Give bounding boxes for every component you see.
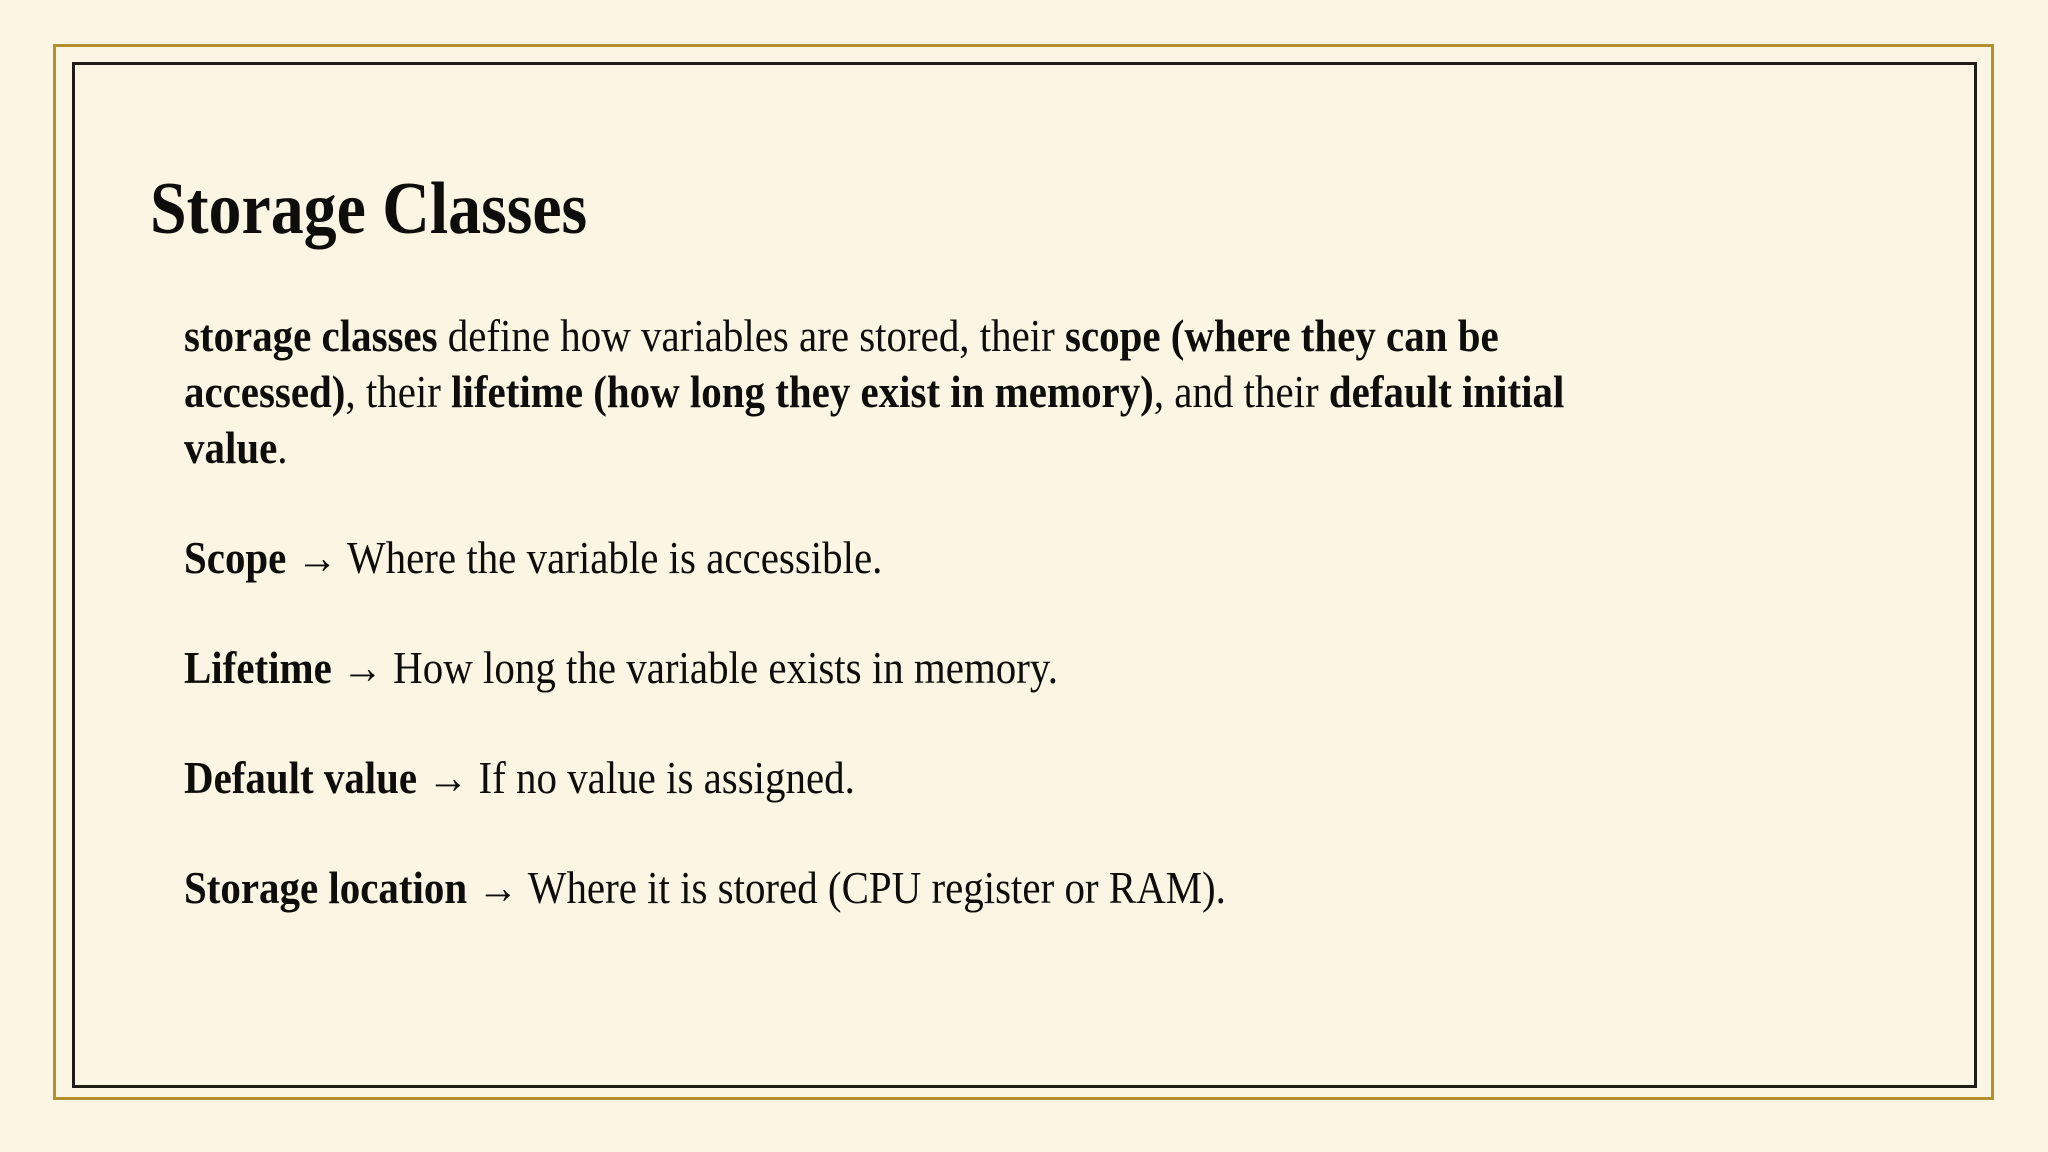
definition-desc: → How long the variable exists in memory… <box>342 642 1058 693</box>
definition-storage-location: Storage location → Where it is stored (C… <box>184 860 1564 916</box>
definition-desc: → Where the variable is accessible. <box>296 532 883 583</box>
intro-line-3: value. <box>184 422 288 473</box>
intro-paragraph: storage classes define how variables are… <box>184 308 1564 476</box>
page-title: Storage Classes <box>150 167 588 250</box>
intro-line-1: storage classes define how variables are… <box>184 310 1499 361</box>
slide-body: storage classes define how variables are… <box>184 308 1735 970</box>
definition-term: Storage location <box>184 862 468 913</box>
definition-lifetime: Lifetime → How long the variable exists … <box>184 640 1564 696</box>
definition-scope: Scope → Where the variable is accessible… <box>184 530 1564 586</box>
definition-term: Scope <box>184 532 287 583</box>
definition-term: Default value <box>184 752 418 803</box>
outer-gold-frame <box>53 44 1994 1100</box>
definition-desc: → Where it is stored (CPU register or RA… <box>477 862 1226 913</box>
definition-default-value: Default value → If no value is assigned. <box>184 750 1564 806</box>
inner-black-frame <box>72 62 1977 1088</box>
definition-term: Lifetime <box>184 642 332 693</box>
definition-desc: → If no value is assigned. <box>427 752 855 803</box>
intro-line-2: accessed), their lifetime (how long they… <box>184 366 1565 417</box>
